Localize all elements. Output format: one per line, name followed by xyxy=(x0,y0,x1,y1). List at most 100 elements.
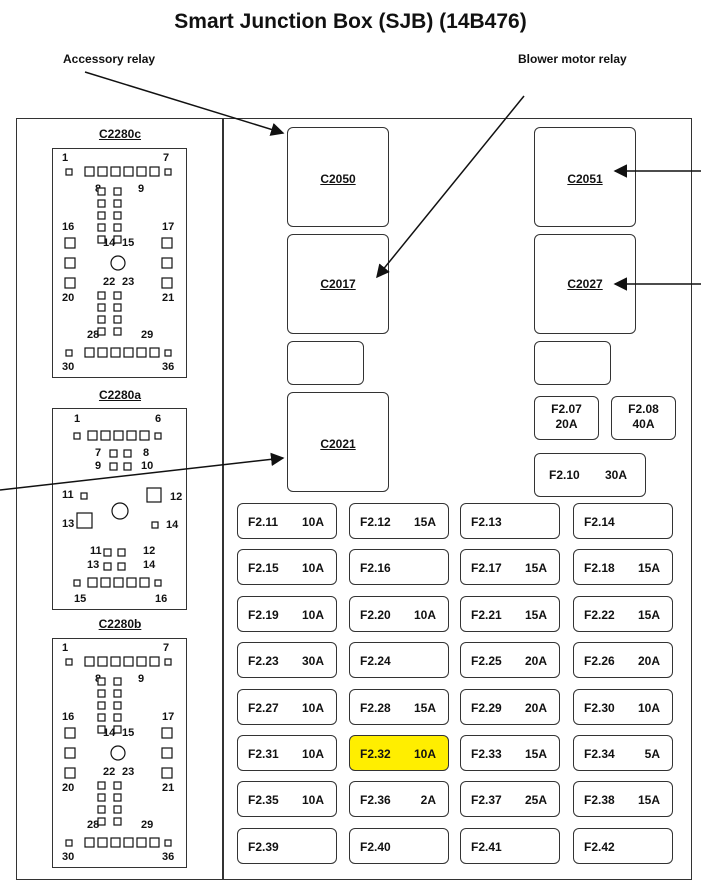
pin-cavity xyxy=(64,767,76,779)
pin-cavity xyxy=(64,747,76,759)
pin-cavity xyxy=(97,315,106,324)
fuse-f2-13: F2.13 xyxy=(460,503,560,539)
fuse-id: F2.28 xyxy=(360,701,391,715)
pin-cavity xyxy=(123,462,132,471)
pin-cavity xyxy=(136,656,147,667)
pin-cavity xyxy=(149,347,160,358)
relay-slot-blank xyxy=(287,341,364,385)
pin-cavity xyxy=(113,689,122,698)
diagram-title: Smart Junction Box (SJB) (14B476) xyxy=(174,10,527,33)
pin-label: 7 xyxy=(95,447,102,459)
pin-label: 22 xyxy=(103,276,116,288)
pin-cavity xyxy=(97,713,106,722)
pin-cavity xyxy=(97,327,106,336)
pin-cavity xyxy=(97,656,108,667)
pin-label: 9 xyxy=(138,673,145,685)
fuse-f2-41: F2.41 xyxy=(460,828,560,864)
relay-label: C2050 xyxy=(320,172,356,186)
pin-label: 36 xyxy=(162,361,175,373)
fuse-f2-16: F2.16 xyxy=(349,549,449,585)
pin-cavity xyxy=(123,837,134,848)
fuse-f2-10: F2.10 30A xyxy=(534,453,646,497)
pin-label: 7 xyxy=(163,642,170,654)
pin-cavity xyxy=(113,793,122,802)
fuse-id: F2.23 xyxy=(248,654,279,668)
pin-cavity xyxy=(97,347,108,358)
pin-cavity xyxy=(84,656,95,667)
pin-label: 13 xyxy=(62,518,75,530)
pin-cavity xyxy=(117,562,126,571)
pin-cavity xyxy=(149,656,160,667)
pin-cavity xyxy=(64,237,76,249)
relay-label: C2027 xyxy=(567,277,603,291)
pin-cavity xyxy=(84,347,95,358)
polarizing-key xyxy=(110,255,126,271)
fuse-id: F2.38 xyxy=(584,793,615,807)
fuse-id: F2.29 xyxy=(471,701,502,715)
fuse-amp: 15A xyxy=(637,561,660,575)
fuse-id: F2.07 xyxy=(551,402,582,416)
pin-cavity xyxy=(65,349,73,357)
connector-c2280b-title: C2280b xyxy=(98,617,142,631)
blower-motor-relay-arrow xyxy=(376,95,525,279)
fuse-id: F2.33 xyxy=(471,747,502,761)
pin-label: 23 xyxy=(122,276,135,288)
fuse-amp: 30A xyxy=(604,468,627,482)
pin-cavity xyxy=(154,579,162,587)
polarizing-key xyxy=(110,745,126,761)
pin-cavity xyxy=(97,805,106,814)
pin-cavity xyxy=(161,747,173,759)
pin-cavity xyxy=(151,521,159,529)
fuse-amp: 10A xyxy=(301,608,324,622)
pin-cavity xyxy=(161,727,173,739)
pin-cavity xyxy=(110,656,121,667)
pin-cavity xyxy=(164,349,172,357)
pin-label: 17 xyxy=(162,221,175,233)
pin-label: 29 xyxy=(141,819,154,831)
fuse-id: F2.26 xyxy=(584,654,615,668)
pin-cavity xyxy=(136,347,147,358)
pin-label: 14 xyxy=(103,237,116,249)
fuse-id: F2.19 xyxy=(248,608,279,622)
pin-cavity xyxy=(109,449,118,458)
fuse-id: F2.31 xyxy=(248,747,279,761)
pin-label: 1 xyxy=(62,152,69,164)
pin-label: 14 xyxy=(166,519,179,531)
pin-cavity xyxy=(113,817,122,826)
pin-cavity xyxy=(117,548,126,557)
pin-cavity xyxy=(113,327,122,336)
accessory-relay-arrow xyxy=(84,71,285,136)
pin-cavity xyxy=(113,725,122,734)
pin-cavity xyxy=(97,781,106,790)
pin-label: 7 xyxy=(163,152,170,164)
pin-label: 16 xyxy=(155,593,168,605)
pin-cavity xyxy=(65,839,73,847)
fuse-amp: 40A xyxy=(632,417,655,431)
fuse-id: F2.40 xyxy=(360,840,391,854)
pin-cavity xyxy=(123,166,134,177)
fuse-amp: 30A xyxy=(301,654,324,668)
polarizing-key xyxy=(111,502,129,520)
pin-cavity xyxy=(113,223,122,232)
pin-cavity xyxy=(73,579,81,587)
pin-cavity xyxy=(113,291,122,300)
pin-cavity xyxy=(113,199,122,208)
pin-cavity xyxy=(139,430,150,441)
connector-c2280c-title: C2280c xyxy=(98,127,142,141)
fuse-id: F2.14 xyxy=(584,515,615,529)
pin-cavity xyxy=(100,577,111,588)
pin-cavity xyxy=(80,492,88,500)
pin-label: 15 xyxy=(74,593,87,605)
fuse-amp: 15A xyxy=(524,608,547,622)
pin-cavity xyxy=(97,689,106,698)
fuse-amp: 20A xyxy=(637,654,660,668)
pin-cavity xyxy=(149,166,160,177)
